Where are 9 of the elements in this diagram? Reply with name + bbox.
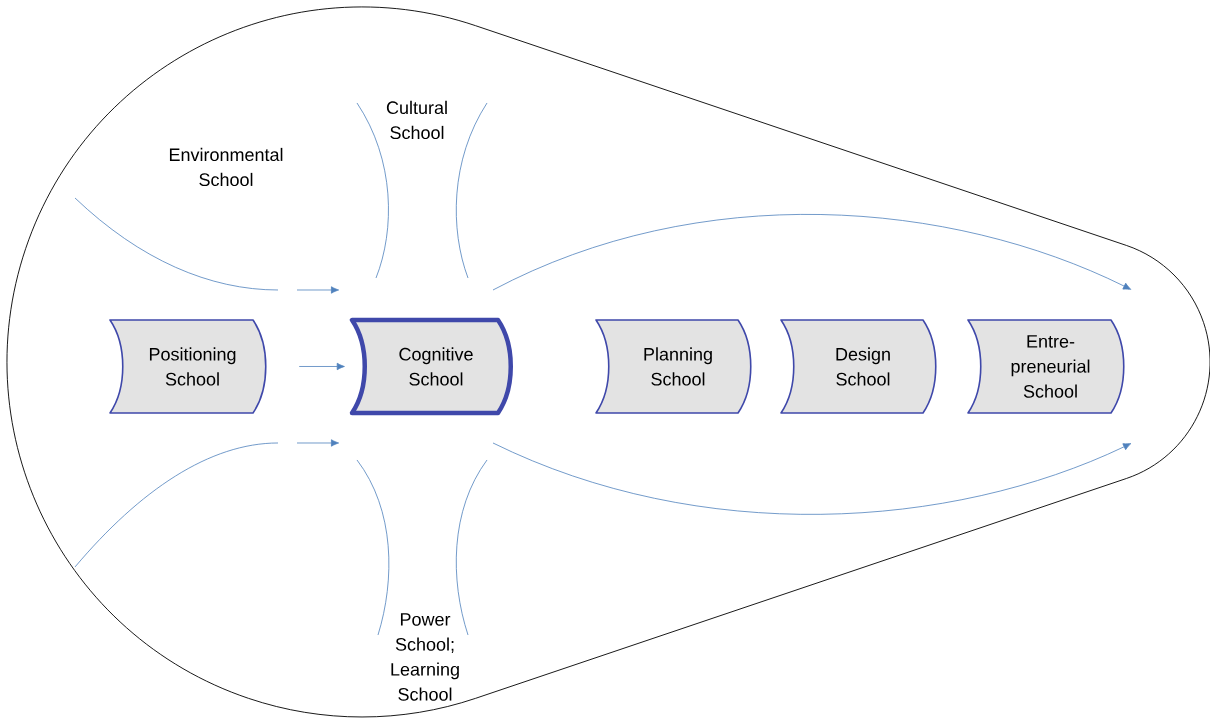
process-box: Entre- preneurial School (967, 319, 1125, 414)
arrow (298, 362, 345, 371)
process-box: Cognitive School (349, 317, 513, 416)
process-box: Positioning School (109, 319, 267, 414)
process-box: Design School (780, 319, 937, 414)
school-label: Cultural School (386, 100, 447, 140)
school-label: Environmental School (169, 147, 283, 187)
school-label: Power School; Learning School (391, 613, 459, 701)
process-box: Planning School (595, 319, 752, 414)
